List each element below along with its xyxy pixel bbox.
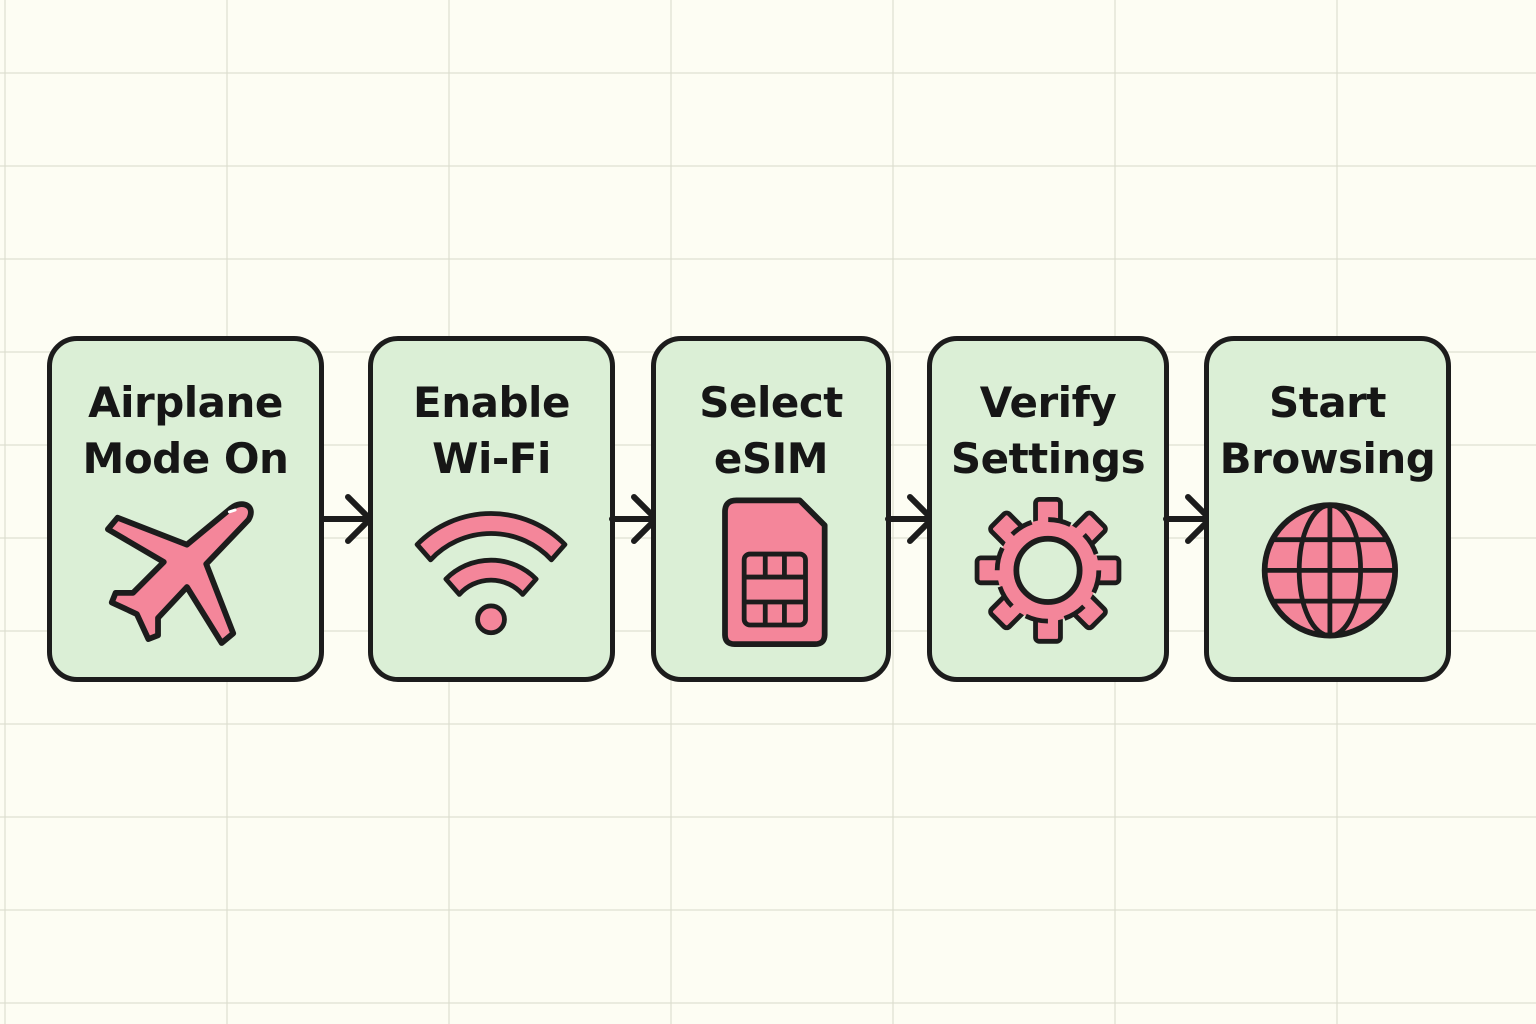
arrow-right-icon [319,494,373,544]
airplane-icon [105,501,254,646]
step-airplane-mode: Airplane Mode On [47,336,324,682]
sim-card-icon [722,497,828,647]
step-enable-wifi: Enable Wi-Fi [368,336,615,682]
globe-icon [1261,502,1399,639]
wifi-icon [414,511,568,636]
step-verify-settings: Verify Settings [927,336,1169,682]
gear-icon [974,497,1122,644]
step-label: Verify Settings [950,378,1146,483]
step-start-browsing: Start Browsing [1204,336,1451,682]
step-label: Start Browsing [1219,378,1436,483]
step-label: Enable Wi-Fi [413,378,570,483]
step-select-esim: Select eSIM [651,336,891,682]
step-label: Select eSIM [699,378,843,483]
step-label: Airplane Mode On [82,378,289,483]
